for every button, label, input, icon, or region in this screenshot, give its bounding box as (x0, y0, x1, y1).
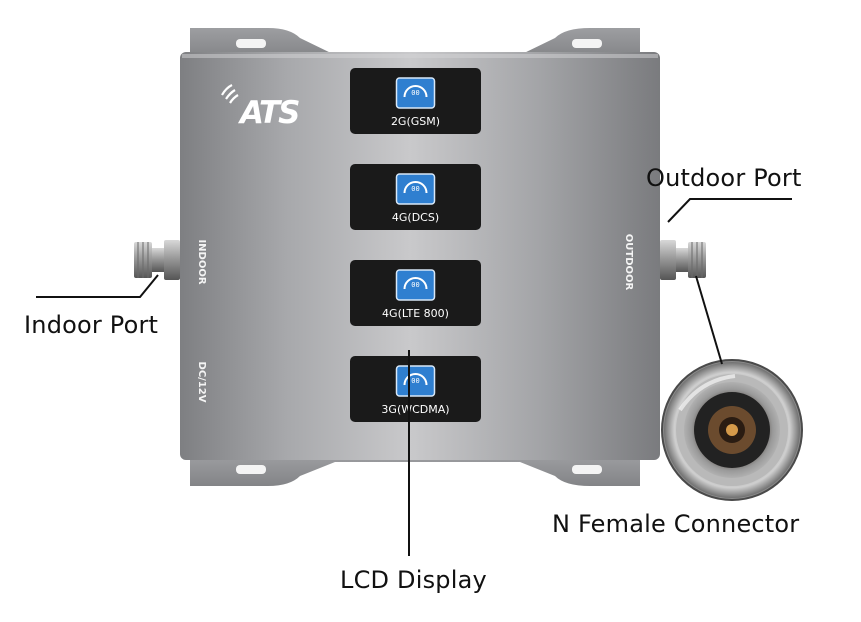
gauge-icon (403, 277, 428, 290)
lcd-value: 00 (411, 281, 419, 289)
outdoor-port-label: Outdoor Port (646, 164, 802, 192)
outdoor-port-leader (667, 198, 792, 223)
band-label: 4G(DCS) (392, 211, 439, 224)
band-panel: 00 2G(GSM) (350, 68, 481, 134)
n-female-connector-leader (695, 275, 723, 365)
mounting-bracket-bottom (190, 455, 640, 486)
gauge-icon (403, 373, 428, 386)
lcd-screen (395, 173, 436, 205)
band-label: 3G(WCDMA) (381, 403, 449, 416)
indoor-connector (134, 240, 180, 280)
band-panels: 00 2G(GSM) 00 4G(DCS) 00 4G(LTE 800) 00 3G(WCDM… (350, 68, 481, 422)
indoor-port-label: Indoor Port (24, 311, 159, 339)
lcd-display-label: LCD Display (340, 566, 487, 594)
lcd-screen (395, 77, 436, 109)
repeater-body (180, 52, 660, 460)
mounting-bracket-top (190, 28, 640, 58)
brand-logo: ATS (221, 84, 301, 131)
lcd-value: 00 (411, 185, 419, 193)
band-label: 4G(LTE 800) (382, 307, 449, 320)
band-label: 2G(GSM) (391, 115, 440, 128)
n-female-connector-zoom (661, 359, 803, 501)
lcd-value: 00 (411, 377, 419, 385)
lcd-value: 00 (411, 89, 419, 97)
indoor-side-label: INDOOR (196, 239, 207, 284)
band-panel: 00 4G(DCS) (350, 164, 481, 230)
power-side-label: DC/12V (196, 362, 207, 403)
lcd-screen (395, 269, 436, 301)
outdoor-connector (660, 240, 706, 280)
lcd-screen (395, 365, 436, 397)
outdoor-side-label: OUTDOOR (623, 234, 634, 291)
n-female-connector-label: N Female Connector (552, 510, 800, 538)
gauge-icon (403, 181, 428, 194)
indoor-port-leader (36, 274, 159, 298)
brand-logo-text: ATS (237, 95, 299, 131)
band-panel: 00 3G(WCDMA) (350, 356, 481, 422)
band-panel: 00 4G(LTE 800) (350, 260, 481, 326)
gauge-icon (403, 85, 428, 98)
leader-lines (36, 198, 792, 556)
